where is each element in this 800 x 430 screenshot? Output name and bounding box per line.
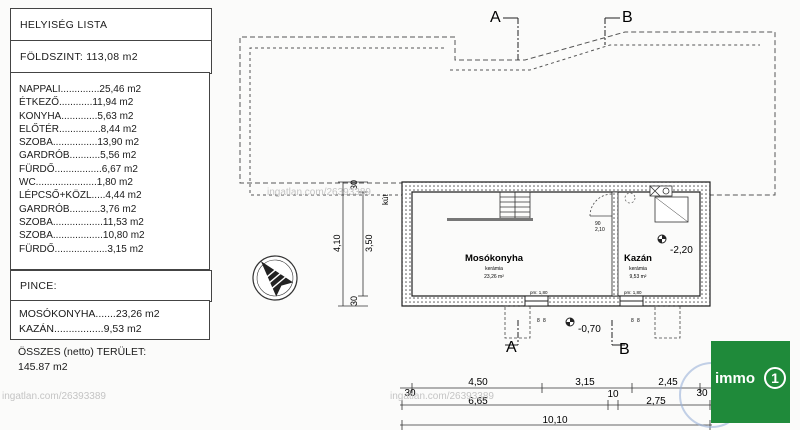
- room-item: FÜRDŐ...................3,15 m2: [19, 243, 144, 255]
- total-label: ÖSSZES (netto) TERÜLET:: [18, 346, 147, 358]
- room-item: LÉPCSŐ+KÖZL.....4,44 m2: [19, 190, 142, 202]
- room-floor-laundry: kerámia: [485, 266, 503, 272]
- window-sill-b: 8: [543, 318, 546, 324]
- room-item: GARDRÓB...........3,76 m2: [19, 203, 137, 215]
- room-item: KONYHA.............5,63 m2: [19, 110, 134, 122]
- basement-walls: [401, 181, 711, 307]
- window-sill-a: 8: [537, 318, 540, 324]
- dim-left-total: 4,10: [332, 234, 342, 252]
- room-floor-boiler: kerámia: [629, 266, 647, 272]
- window-right: [619, 295, 644, 307]
- dim-left-bottom: 30: [349, 296, 359, 306]
- room-item: GARDRÓB...........5,56 m2: [19, 150, 137, 162]
- door: [589, 193, 613, 217]
- room-item: NAPPALI..............25,46 m2: [19, 84, 142, 95]
- room-item: ÉTKEZŐ............11,94 m2: [19, 97, 134, 109]
- hot-water-tank: [624, 192, 636, 204]
- room-label-laundry: Mosókonyha: [465, 253, 524, 264]
- dim-row2-e: 30: [696, 388, 708, 399]
- dim-row2-d: 2,75: [646, 396, 666, 407]
- legend-title: HELYISÉG LISTA: [20, 19, 108, 31]
- room-item: KAZÁN.................9,53 m2: [19, 323, 142, 335]
- level-bottom-label: -0,70: [578, 324, 601, 335]
- section-line-a: [503, 17, 519, 346]
- door-height: 2,10: [595, 227, 605, 233]
- dim-row1-c: 2,45: [658, 377, 678, 388]
- section-b-label-bottom: B: [619, 341, 630, 358]
- room-item: SZOBA..................10,80 m2: [19, 230, 145, 242]
- dim-left-inner: 3,50: [364, 234, 374, 252]
- dim-row1-a: 4,50: [468, 377, 488, 388]
- light-wells: [504, 305, 681, 339]
- logo-text: immo: [715, 370, 756, 387]
- total-area: ÖSSZES (netto) TERÜLET: 145.87 m2: [18, 345, 146, 375]
- section-a-label-top: A: [490, 9, 501, 26]
- watermark: ingatlan.com/26393389: [2, 391, 106, 402]
- bottom-dimension-lines: [400, 383, 712, 430]
- legend-title-box: HELYISÉG LISTA: [10, 8, 212, 42]
- room-item: SZOBA..................11,53 m2: [19, 216, 144, 228]
- dim-row1-b: 3,15: [575, 377, 595, 388]
- window-left: [524, 295, 549, 307]
- room-item: SZOBA................13,90 m2: [19, 137, 140, 149]
- basement-label: PINCE:: [20, 280, 57, 292]
- watermark: ingatlan.com/26393389: [267, 187, 371, 198]
- window-left-label: pm: 1,80: [530, 290, 548, 295]
- section-b-label-top: B: [622, 9, 633, 26]
- dim-left-top: 30: [349, 180, 359, 190]
- staircase: [499, 191, 531, 221]
- window-right-label: pm: 1,80: [624, 290, 642, 295]
- window-sill-d: 8: [637, 318, 640, 324]
- well-label: kút: [381, 194, 390, 205]
- dim-row2-a: 30: [404, 388, 416, 399]
- room-item: FÜRDŐ.................6,67 m2: [19, 163, 138, 175]
- room-label-boiler: Kazán: [624, 253, 652, 264]
- room-item: ELŐTÉR...............8,44 m2: [19, 123, 137, 135]
- level-marker-right: [657, 234, 667, 244]
- logo-symbol: 1: [764, 367, 786, 389]
- watermark: ingatlan.com/26393389: [390, 391, 494, 402]
- ground-floor-total: FÖLDSZINT: 113,08 m2: [20, 51, 138, 63]
- door-width: 90: [595, 221, 601, 227]
- room-area-laundry: 23,26 m²: [484, 274, 504, 280]
- room-area-boiler: 9,53 m²: [630, 274, 647, 280]
- section-line-b: [604, 17, 625, 346]
- dim-row2-c: 10: [607, 389, 619, 400]
- partition-wall: [447, 218, 533, 221]
- dim-row2-b: 6,65: [468, 396, 488, 407]
- level-marker-bottom: [565, 317, 575, 327]
- section-a-label-bottom: A: [506, 339, 517, 356]
- window-sill-c: 8: [631, 318, 634, 324]
- room-item: WC......................1,80 m2: [19, 177, 133, 189]
- room-list-legend: HELYISÉG LISTA FÖLDSZINT: 113,08 m2 NAPP…: [10, 8, 212, 388]
- level-right-label: -2,20: [670, 245, 693, 256]
- immo-logo: immo 1: [711, 341, 790, 423]
- upper-floor-outline: [239, 31, 776, 196]
- left-dimension-chain: [338, 181, 368, 307]
- room-item: MOSÓKONYHA.......23,26 m2: [19, 308, 160, 320]
- basement-rooms: MOSÓKONYHA.......23,26 m2 KAZÁN.........…: [10, 300, 210, 340]
- boiler-fixtures: [649, 185, 689, 223]
- north-arrow-icon: [252, 255, 298, 301]
- ground-floor-rooms: NAPPALI..............25,46 m2 ÉTKEZŐ....…: [10, 72, 210, 270]
- total-value: 145.87 m2: [18, 361, 68, 373]
- dim-row3-total: 10,10: [542, 415, 567, 426]
